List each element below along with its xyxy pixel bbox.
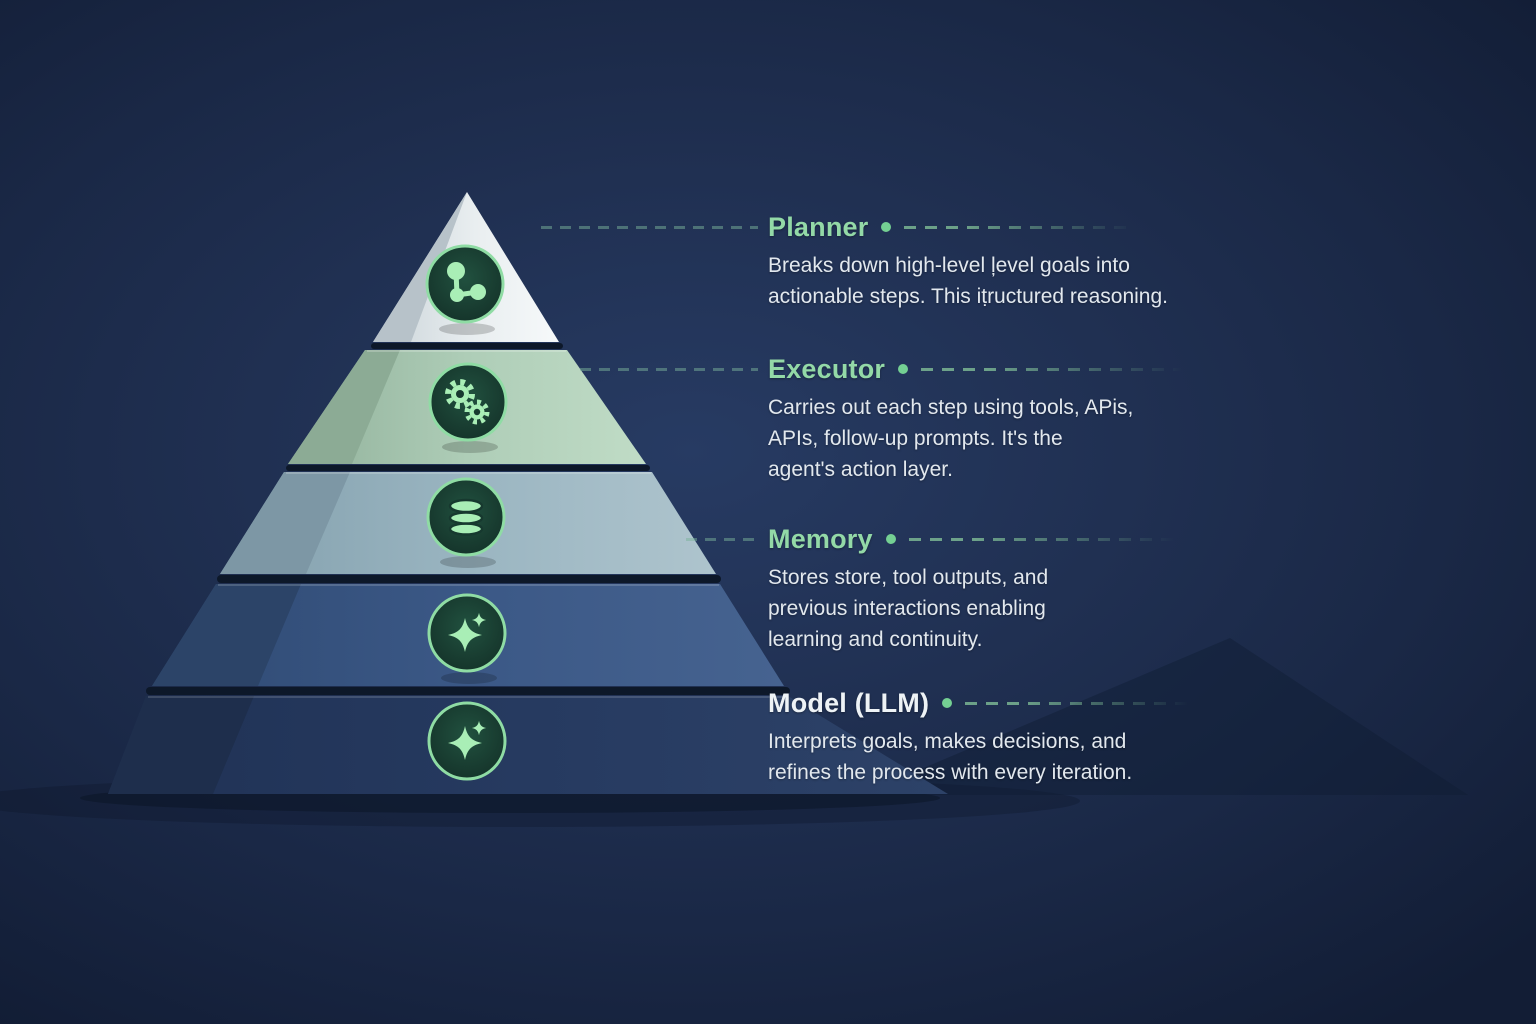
memory-description: Stores store, tool outputs, and previous… [768, 562, 1048, 655]
planner-description-line: Breaks down high-level ļevel goals into [768, 254, 1130, 277]
memory-description-line: previous interactions enabling [768, 597, 1046, 620]
model-description: Interprets goals, makes decisions, and r… [768, 726, 1132, 788]
memory-leader-line [686, 538, 758, 541]
memory-description-line: Stores store, tool outputs, and [768, 566, 1049, 589]
leader-dot [942, 698, 953, 708]
dashed-line [904, 225, 1139, 229]
executor-leader-line [580, 368, 758, 371]
sparkles-icon [427, 593, 507, 684]
hierarchy-icon [425, 244, 505, 335]
executor-title: Executor [768, 354, 886, 384]
pyramid-layer-model-base [108, 696, 948, 794]
dashed-line [921, 367, 1186, 371]
memory-heading-row: Memory [768, 524, 1177, 554]
leader-dot [885, 534, 896, 544]
memory-title: Memory [768, 524, 873, 554]
gears-icon [428, 362, 508, 453]
dashed-line [965, 701, 1192, 705]
executor-heading-row: Executor [768, 354, 1186, 384]
database-icon [426, 477, 506, 568]
planner-leader-line [541, 226, 758, 229]
executor-description: Carries out each step using tools, APis,… [768, 392, 1133, 485]
executor-description-line: APIs, follow-up prompts. It's the [768, 427, 1063, 450]
planner-title: Planner [768, 212, 869, 242]
leader-dot [881, 222, 892, 232]
layer-separators [146, 343, 790, 695]
planner-description-line: actionable steps. This iṭructured reason… [768, 285, 1169, 308]
model-description-line: refines the process with every iteration… [768, 761, 1133, 784]
executor-description-line: Carries out each step using tools, APis, [768, 396, 1134, 419]
executor-description-line: agent's action layer. [768, 458, 953, 481]
model-description-line: Interprets goals, makes decisions, and [768, 730, 1127, 753]
leader-dot [898, 364, 909, 374]
dashed-line [908, 537, 1177, 541]
model-title: Model (LLM) [768, 688, 930, 718]
planner-heading-row: Planner [768, 212, 1139, 242]
model-heading-row: Model (LLM) [768, 688, 1192, 718]
planner-description: Breaks down high-level ļevel goals into … [768, 250, 1168, 312]
sparkles-icon [427, 701, 507, 781]
memory-description-line: learning and continuity. [768, 628, 983, 651]
